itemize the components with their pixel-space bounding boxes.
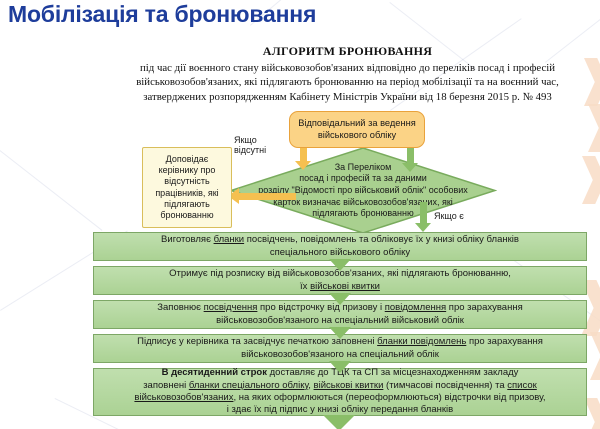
step-text: Підписує у керівника та засвідчує печатк…	[137, 336, 543, 360]
arrow-down-green-icon	[329, 259, 351, 271]
decision-line: карток визначає військовозобов'язаних, я…	[273, 196, 453, 207]
page-title: Мобілізація та бронювання	[8, 1, 317, 27]
decision-line: За Переліком	[334, 161, 392, 172]
algorithm-subtext: під час дії воєнного стану військовозобо…	[136, 62, 559, 103]
algorithm-heading: АЛГОРИТМ БРОНЮВАННЯ	[262, 44, 433, 58]
step-text: В десятиденний строк доставляє до ТЦК та…	[134, 367, 546, 416]
background-chevron	[582, 156, 600, 204]
step-bar-3: Заповнює посвідчення про відстрочку від …	[93, 300, 587, 329]
step-bar-5: В десятиденний строк доставляє до ТЦК та…	[93, 367, 587, 416]
step-bar-1: Виготовляє бланки посвідчень, повідомлен…	[93, 232, 587, 261]
background-diagonal-line	[0, 150, 103, 231]
label-if-absent: Якщо відсутні	[234, 135, 267, 156]
report-box: Доповідає керівнику про відсутність прац…	[142, 147, 232, 228]
algorithm-header: АЛГОРИТМ БРОНЮВАННЯ під час дії воєнного…	[95, 44, 600, 104]
decision-line: посад і професій та за даними	[299, 172, 427, 183]
label-if-present: Якщо є	[434, 211, 464, 221]
decision-line: підлягають бронюванню	[312, 208, 414, 219]
arrow-left-orange-icon	[228, 188, 296, 204]
decision-text: За Переліком посад і професій та за дани…	[237, 161, 489, 219]
arrow-down-green-icon	[415, 202, 431, 232]
responsible-box: Відповідальний за ведення військового об…	[289, 111, 425, 148]
step-text: Отримує під розписку від військовозобов'…	[169, 268, 511, 292]
arrow-down-orange-icon	[295, 147, 311, 170]
decision-line: розділу "Відомості про військовий облік"…	[258, 184, 468, 195]
arrow-down-green-icon	[323, 415, 355, 429]
background-chevron	[590, 332, 600, 380]
arrow-down-green-icon	[329, 361, 351, 373]
step-text: Виготовляє бланки посвідчень, повідомлен…	[161, 234, 519, 258]
background-chevron	[588, 104, 600, 152]
arrow-down-green-icon	[329, 293, 351, 305]
arrow-down-green-icon	[402, 147, 418, 172]
step-text: Заповнює посвідчення про відстрочку від …	[157, 302, 523, 326]
arrow-down-green-icon	[329, 327, 351, 339]
